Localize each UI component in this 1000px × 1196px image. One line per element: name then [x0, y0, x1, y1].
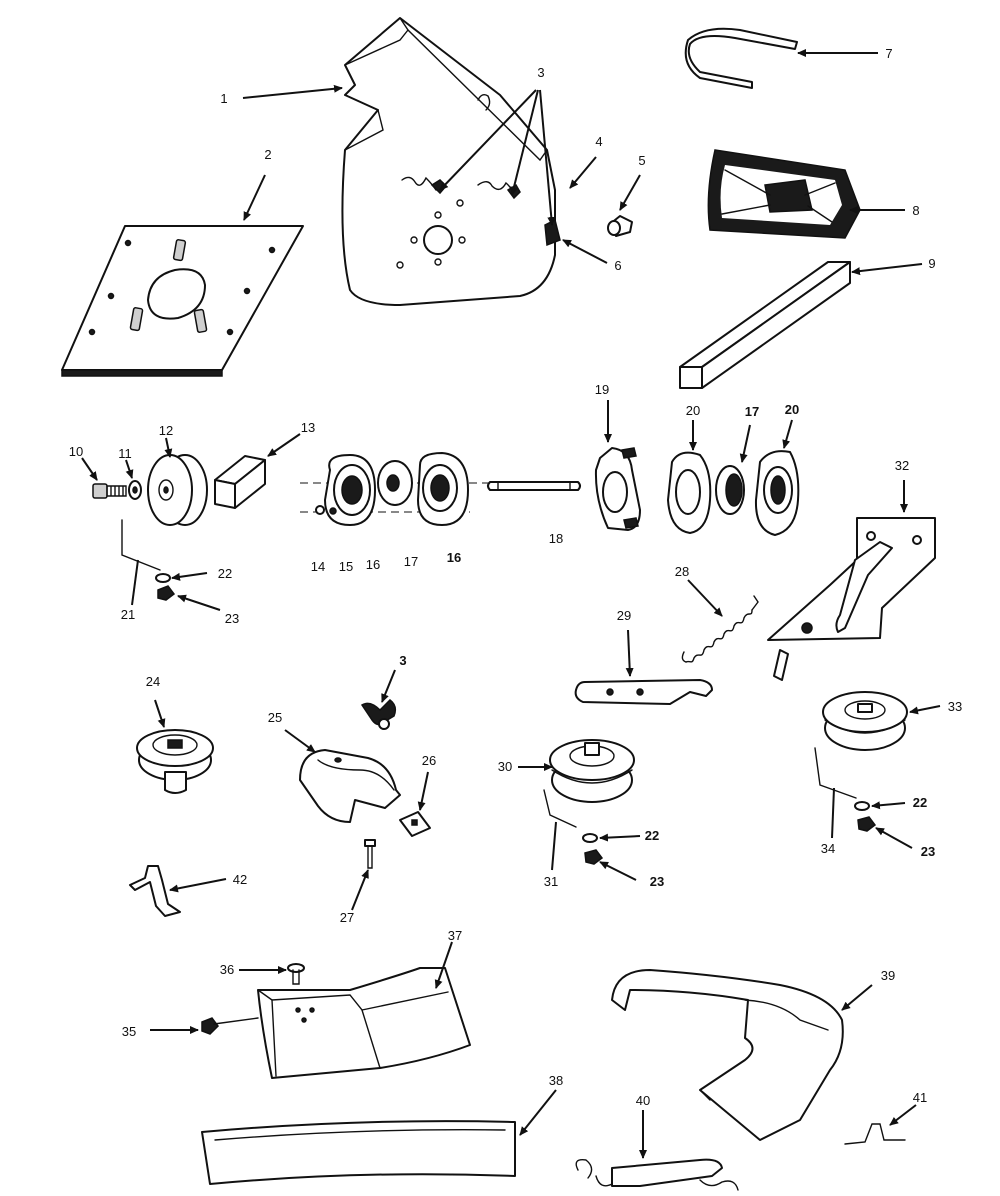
callout-41: 41	[913, 1090, 927, 1105]
rod-washer-nut-center	[543, 789, 604, 865]
mounting-plate-part-2	[61, 225, 304, 377]
u-clip-part-7	[684, 27, 798, 89]
callout-42: 42	[233, 872, 247, 887]
callout-39: 39	[881, 968, 895, 983]
callout-23-c: 23	[921, 844, 935, 859]
callout-22-b: 22	[645, 828, 659, 843]
rod-washer-nut-left	[121, 519, 176, 601]
chute-part-37	[257, 967, 471, 1079]
callout-25: 25	[268, 710, 282, 725]
leader-lines	[81, 49, 941, 1159]
bolt-part-10	[92, 483, 127, 499]
callout-2: 2	[264, 147, 271, 162]
chain-linkage-part-40	[575, 1158, 739, 1191]
callout-33: 33	[948, 699, 962, 714]
callout-31: 31	[544, 874, 558, 889]
bearing-assembly-parts-14-17	[300, 452, 490, 526]
pulley-part-12	[147, 454, 208, 526]
callout-30: 30	[498, 759, 512, 774]
callout-1: 1	[220, 91, 227, 106]
callout-7: 7	[885, 46, 892, 61]
pulley-part-33	[822, 691, 908, 751]
key-part-13	[214, 455, 266, 509]
callout-23: 23	[225, 611, 239, 626]
callout-18: 18	[549, 531, 563, 546]
idler-pulley-part-30	[549, 739, 635, 803]
callout-9: 9	[928, 256, 935, 271]
callout-23-b: 23	[650, 874, 664, 889]
callout-37: 37	[448, 928, 462, 943]
washer-part-11	[128, 480, 142, 500]
callout-11: 11	[118, 446, 132, 461]
callout-36: 36	[220, 962, 234, 977]
callout-20-b: 20	[785, 402, 799, 417]
lever-arm-part-29	[574, 679, 713, 705]
blower-housing-part-1	[341, 17, 561, 306]
callout-3-wing-nut: 3	[399, 653, 406, 668]
callout-35: 35	[122, 1024, 136, 1039]
callout-28: 28	[675, 564, 689, 579]
callout-6: 6	[614, 258, 621, 273]
callout-16: 16	[366, 557, 380, 572]
callout-32: 32	[895, 458, 909, 473]
callout-22-c: 22	[913, 795, 927, 810]
bracket-plate-part-32	[767, 517, 936, 681]
callout-8: 8	[912, 203, 919, 218]
clip-part-26	[399, 811, 431, 837]
spring-part-28	[681, 595, 759, 663]
callout-10: 10	[69, 444, 83, 459]
callout-14: 14	[311, 559, 325, 574]
bearing-set-parts-20-17	[667, 450, 800, 536]
shaft-part-18	[487, 481, 581, 491]
callout-5: 5	[638, 153, 645, 168]
callout-13: 13	[301, 420, 315, 435]
callout-26: 26	[422, 753, 436, 768]
callout-20: 20	[686, 403, 700, 418]
callout-29: 29	[617, 608, 631, 623]
shield-part-25	[299, 749, 401, 823]
rod-washer-nut-right	[814, 747, 877, 832]
callout-22: 22	[218, 566, 232, 581]
bolt-part-27	[364, 839, 376, 869]
callout-34: 34	[821, 841, 835, 856]
callout-12: 12	[159, 423, 173, 438]
pulley-part-24	[136, 729, 214, 794]
callout-19: 19	[595, 382, 609, 397]
callout-27: 27	[340, 910, 354, 925]
grille-part-8	[707, 149, 861, 239]
callout-17: 17	[404, 554, 418, 569]
wing-nut-part-3	[360, 699, 397, 730]
wire-clip-part-41	[844, 1123, 906, 1145]
nut-part-35	[201, 1017, 259, 1035]
callout-labels: 1 2 3 3 4 5 6 7 8 9 10 11 12 13 14 15 16…	[69, 46, 962, 1108]
callout-4: 4	[595, 134, 602, 149]
deflector-hood-part-39	[611, 969, 844, 1141]
square-bar-part-9	[679, 261, 851, 389]
bracket-part-42	[129, 865, 181, 917]
bushing-part-5	[607, 215, 633, 237]
chute-tube-part-38	[201, 1120, 516, 1185]
screw-part-36	[287, 963, 305, 985]
callout-3: 3	[537, 65, 544, 80]
callout-24: 24	[146, 674, 160, 689]
callout-38: 38	[549, 1073, 563, 1088]
callout-21: 21	[121, 607, 135, 622]
callout-16-b: 16	[447, 550, 461, 565]
callout-40: 40	[636, 1093, 650, 1108]
callout-15: 15	[339, 559, 353, 574]
flange-part-19	[594, 447, 641, 531]
callout-17-b: 17	[745, 404, 759, 419]
